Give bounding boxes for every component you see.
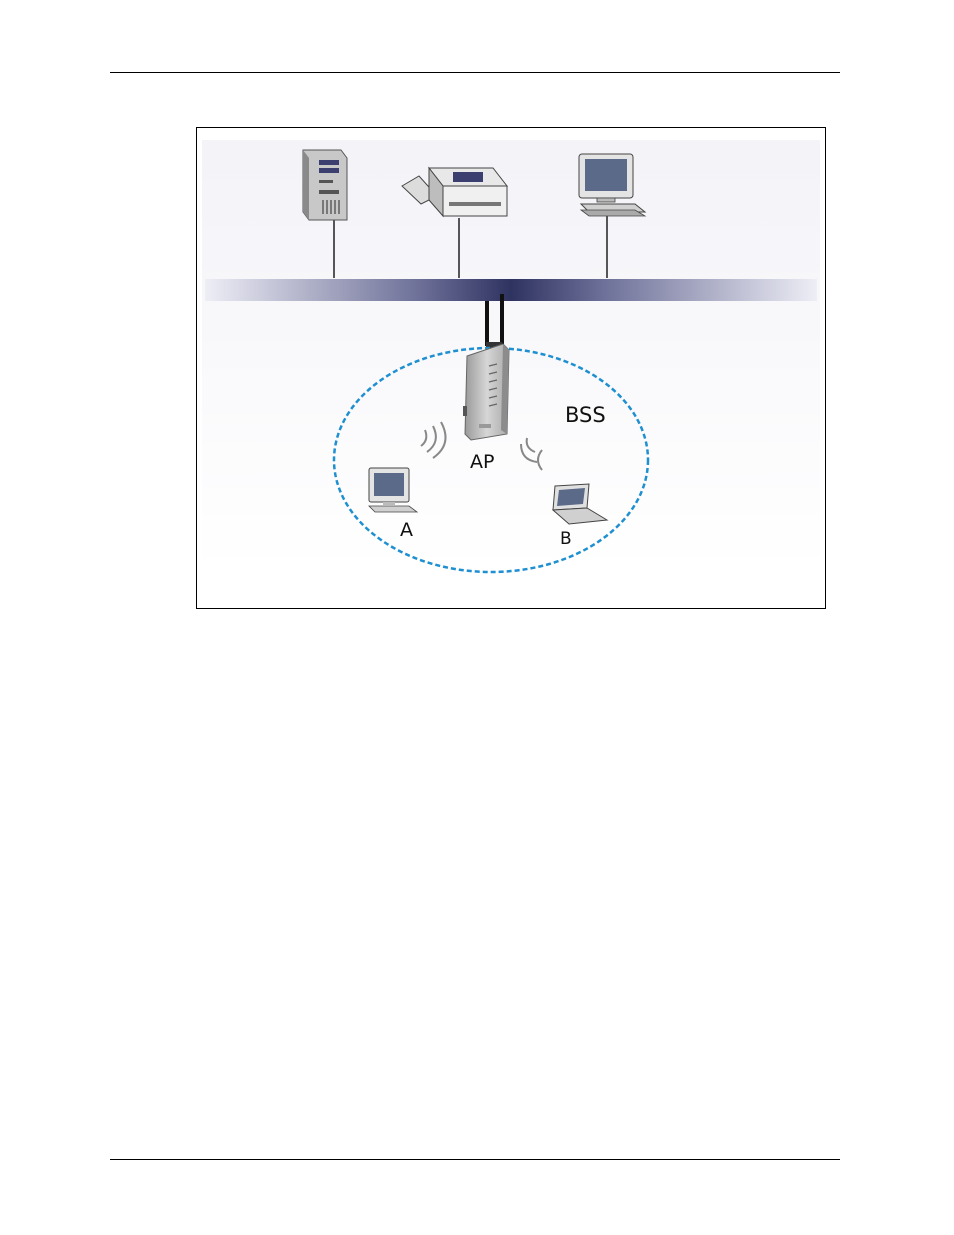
bss-diagram: BSS AP A B xyxy=(197,128,827,610)
header-rule xyxy=(110,72,840,73)
access-point-icon xyxy=(463,344,509,440)
station-a-label: A xyxy=(400,519,413,541)
server-icon xyxy=(303,150,347,220)
station-b-label: B xyxy=(560,529,572,549)
bss-label: BSS xyxy=(565,403,606,427)
ap-label: AP xyxy=(470,451,494,473)
footer-rule xyxy=(110,1159,840,1160)
wired-backbone xyxy=(205,279,817,301)
diagram-background xyxy=(202,140,820,572)
bss-diagram-figure: BSS AP A B xyxy=(196,127,826,609)
